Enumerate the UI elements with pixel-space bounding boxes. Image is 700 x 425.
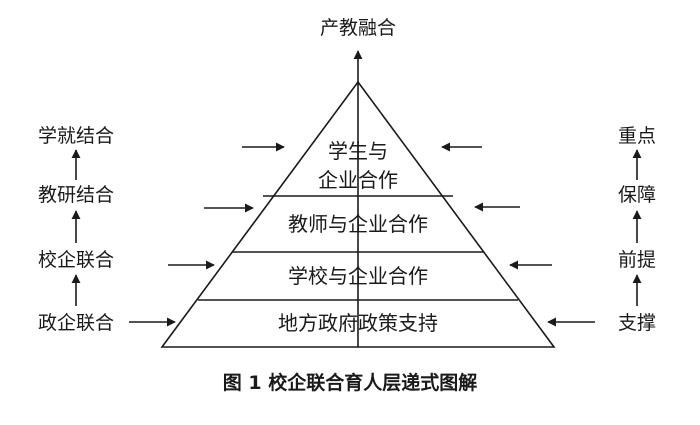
tier-1-line-1: 学生与 [328, 139, 388, 163]
right-chain-label-4: 支撑 [618, 312, 656, 334]
right-chain-label-3: 前提 [618, 249, 656, 271]
left-chain-label-1: 学就结合 [38, 125, 114, 147]
tier-3-label: 学校与企业合作 [288, 264, 428, 288]
tier-4-label: 地方政府政策支持 [278, 311, 438, 335]
right-chain-label-2: 保障 [618, 184, 656, 206]
tier-1-line-2: 企业合作 [318, 168, 398, 192]
pyramid-outline [160, 80, 556, 348]
right-chain-label-1: 重点 [618, 125, 656, 147]
figure-caption: 图 1 校企联合育人层递式图解 [223, 371, 477, 394]
left-chain-label-3: 校企联合 [38, 249, 114, 271]
left-chain-label-2: 教研结合 [38, 184, 114, 206]
tier-2-label: 教师与企业合作 [288, 212, 428, 236]
top-label: 产教融合 [320, 17, 396, 39]
left-chain-label-4: 政企联合 [38, 312, 114, 334]
